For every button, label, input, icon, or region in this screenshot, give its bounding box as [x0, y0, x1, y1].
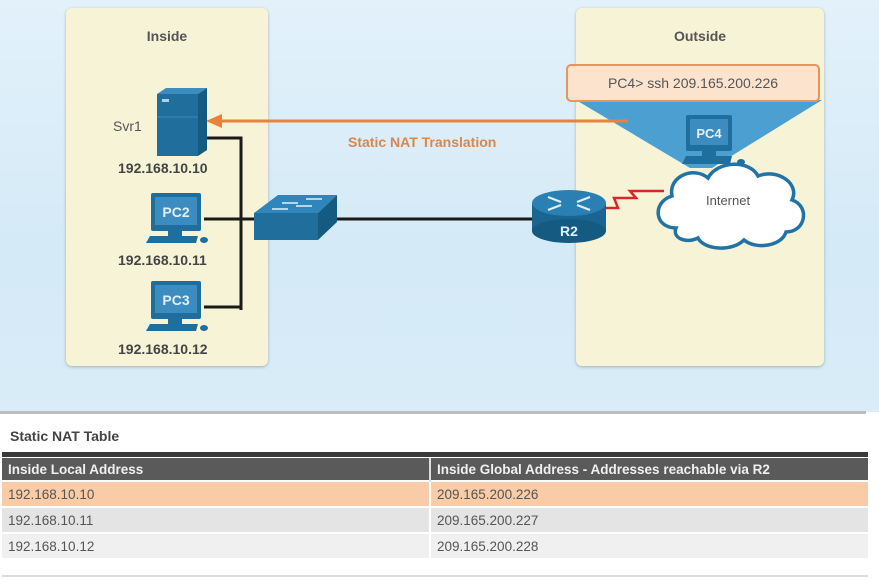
nat-translation-label: Static NAT Translation: [348, 134, 497, 150]
static-nat-table: Inside Local Address Inside Global Addre…: [2, 458, 868, 558]
section-divider: [0, 411, 866, 414]
table-row: 192.168.10.10 209.165.200.226: [2, 480, 868, 507]
pc3-icon: PC3: [146, 281, 208, 331]
table-top-bar: [2, 452, 868, 457]
server-name: Svr1: [113, 118, 142, 134]
table-row: 192.168.10.12 209.165.200.228: [2, 532, 868, 558]
cell-inside-global: 209.165.200.228: [429, 532, 868, 558]
pc4-icon: PC4: [682, 115, 745, 165]
table-title: Static NAT Table: [10, 428, 120, 444]
cell-inside-global: 209.165.200.226: [429, 480, 868, 507]
switch-icon: [254, 195, 337, 240]
router-icon: R2: [532, 190, 606, 243]
pc2-ip: 192.168.10.11: [118, 252, 207, 268]
outside-zone-title: Outside: [673, 28, 727, 44]
nat-arrow: [206, 114, 628, 128]
ethernet-links: [204, 136, 532, 310]
header-inside-global: Inside Global Address - Addresses reacha…: [429, 458, 868, 481]
link-server-switch: [204, 136, 243, 310]
command-callout: PC4> ssh 209.165.200.226: [566, 64, 820, 102]
table-bottom-border: [2, 575, 868, 577]
pc2-label: PC2: [162, 204, 189, 220]
router-label: R2: [560, 223, 578, 239]
cell-inside-local: 192.168.10.10: [2, 480, 430, 507]
cell-inside-local: 192.168.10.12: [2, 532, 430, 558]
table-header-row: Inside Local Address Inside Global Addre…: [2, 458, 868, 481]
network-diagram: Inside Outside: [0, 0, 879, 412]
link-router-internet: [600, 189, 664, 210]
cloud-label: Internet: [706, 193, 751, 208]
server-ip: 192.168.10.10: [118, 160, 208, 176]
table-row: 192.168.10.11 209.165.200.227: [2, 506, 868, 533]
diagram-graphics: PC2 PC3: [146, 88, 822, 331]
server-icon: [157, 88, 207, 156]
inside-zone-title: Inside: [146, 28, 188, 44]
header-inside-local: Inside Local Address: [2, 458, 430, 481]
cell-inside-global: 209.165.200.227: [429, 506, 868, 533]
cell-inside-local: 192.168.10.11: [2, 506, 430, 533]
pc2-icon: PC2: [146, 193, 208, 243]
cloud-icon: [656, 162, 806, 250]
arrowhead-icon: [206, 114, 222, 128]
pc3-label: PC3: [162, 292, 189, 308]
pc3-ip: 192.168.10.12: [118, 341, 208, 357]
pc4-label: PC4: [696, 126, 722, 141]
